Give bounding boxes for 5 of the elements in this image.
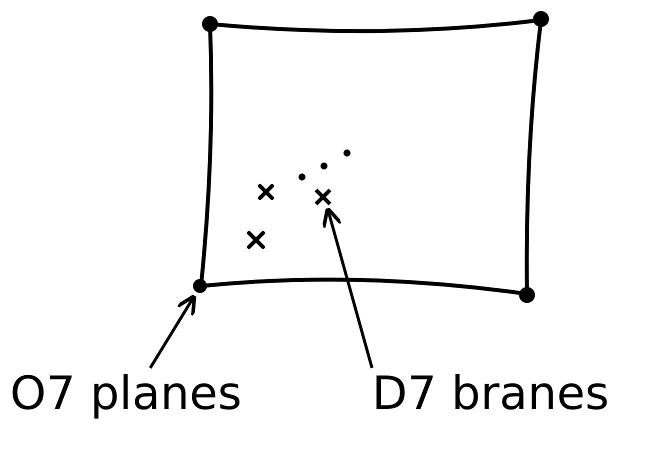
leader-arrow	[148, 294, 196, 369]
corner-dot	[192, 278, 208, 294]
leader-arrow	[322, 206, 374, 368]
cross-mark	[313, 187, 333, 207]
part-label: D7 branes	[372, 370, 610, 416]
